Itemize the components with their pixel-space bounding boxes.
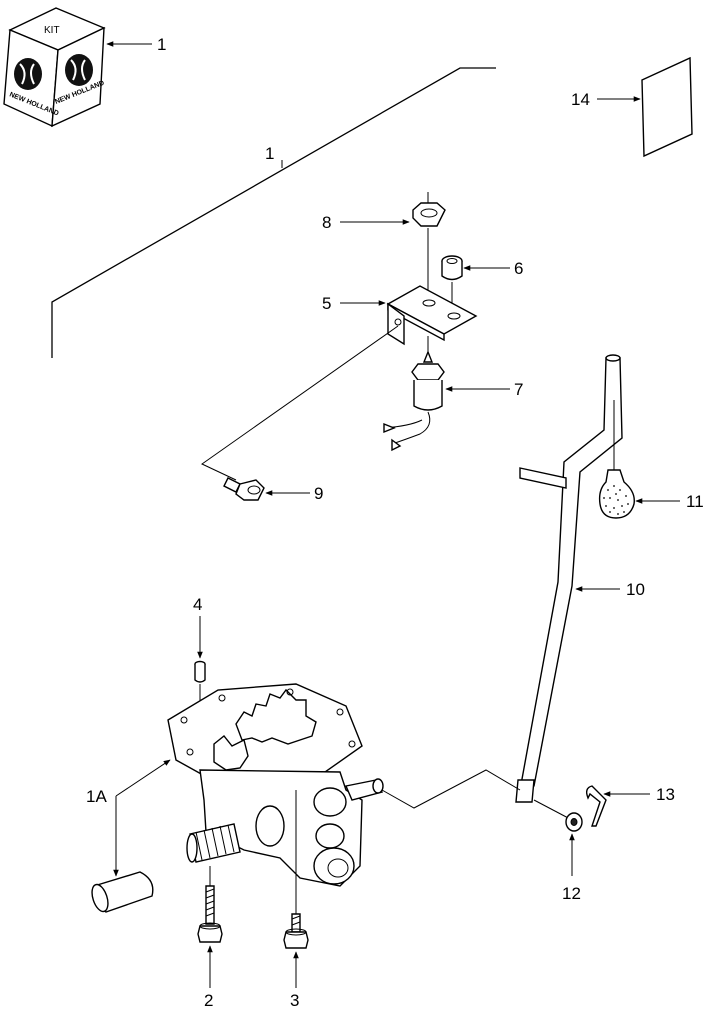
kit-group-bracket bbox=[51, 67, 496, 358]
callout-1a: 1A bbox=[86, 787, 107, 806]
bracket bbox=[386, 285, 478, 346]
spacer bbox=[441, 255, 463, 314]
kit-label: KIT bbox=[44, 25, 60, 36]
cap bbox=[91, 871, 154, 913]
callout-5: 5 bbox=[322, 294, 331, 313]
transmission-cover bbox=[167, 683, 384, 887]
washer bbox=[533, 799, 583, 832]
callout-3: 3 bbox=[290, 991, 299, 1010]
knob bbox=[598, 400, 635, 519]
shift-linkage bbox=[381, 769, 521, 809]
callout-2: 2 bbox=[204, 991, 213, 1010]
switch bbox=[383, 336, 445, 452]
callout-9: 9 bbox=[314, 484, 323, 503]
callout-14: 14 bbox=[571, 90, 590, 109]
new-holland-logo-left bbox=[14, 58, 42, 90]
decal bbox=[641, 56, 693, 158]
new-holland-logo-right bbox=[65, 54, 93, 86]
callout-7: 7 bbox=[514, 380, 523, 399]
callout-10: 10 bbox=[626, 580, 645, 599]
kit-box: KIT NEW HOLLAND NEW HOLLAND bbox=[3, 7, 106, 128]
callout-4: 4 bbox=[193, 595, 202, 614]
bolt-short bbox=[283, 790, 309, 949]
callout-11: 11 bbox=[686, 492, 704, 511]
callout-1-bracket: 1 bbox=[265, 144, 274, 163]
callout-1-kit: 1 bbox=[157, 35, 166, 54]
nut bbox=[412, 192, 446, 296]
screw bbox=[201, 325, 399, 501]
callout-6: 6 bbox=[514, 259, 523, 278]
callout-8: 8 bbox=[322, 213, 331, 232]
shift-lever bbox=[515, 354, 623, 803]
callout-12: 12 bbox=[562, 884, 581, 903]
cotter-pin bbox=[585, 785, 607, 827]
bolt bbox=[197, 866, 223, 943]
callout-13: 13 bbox=[656, 785, 675, 804]
